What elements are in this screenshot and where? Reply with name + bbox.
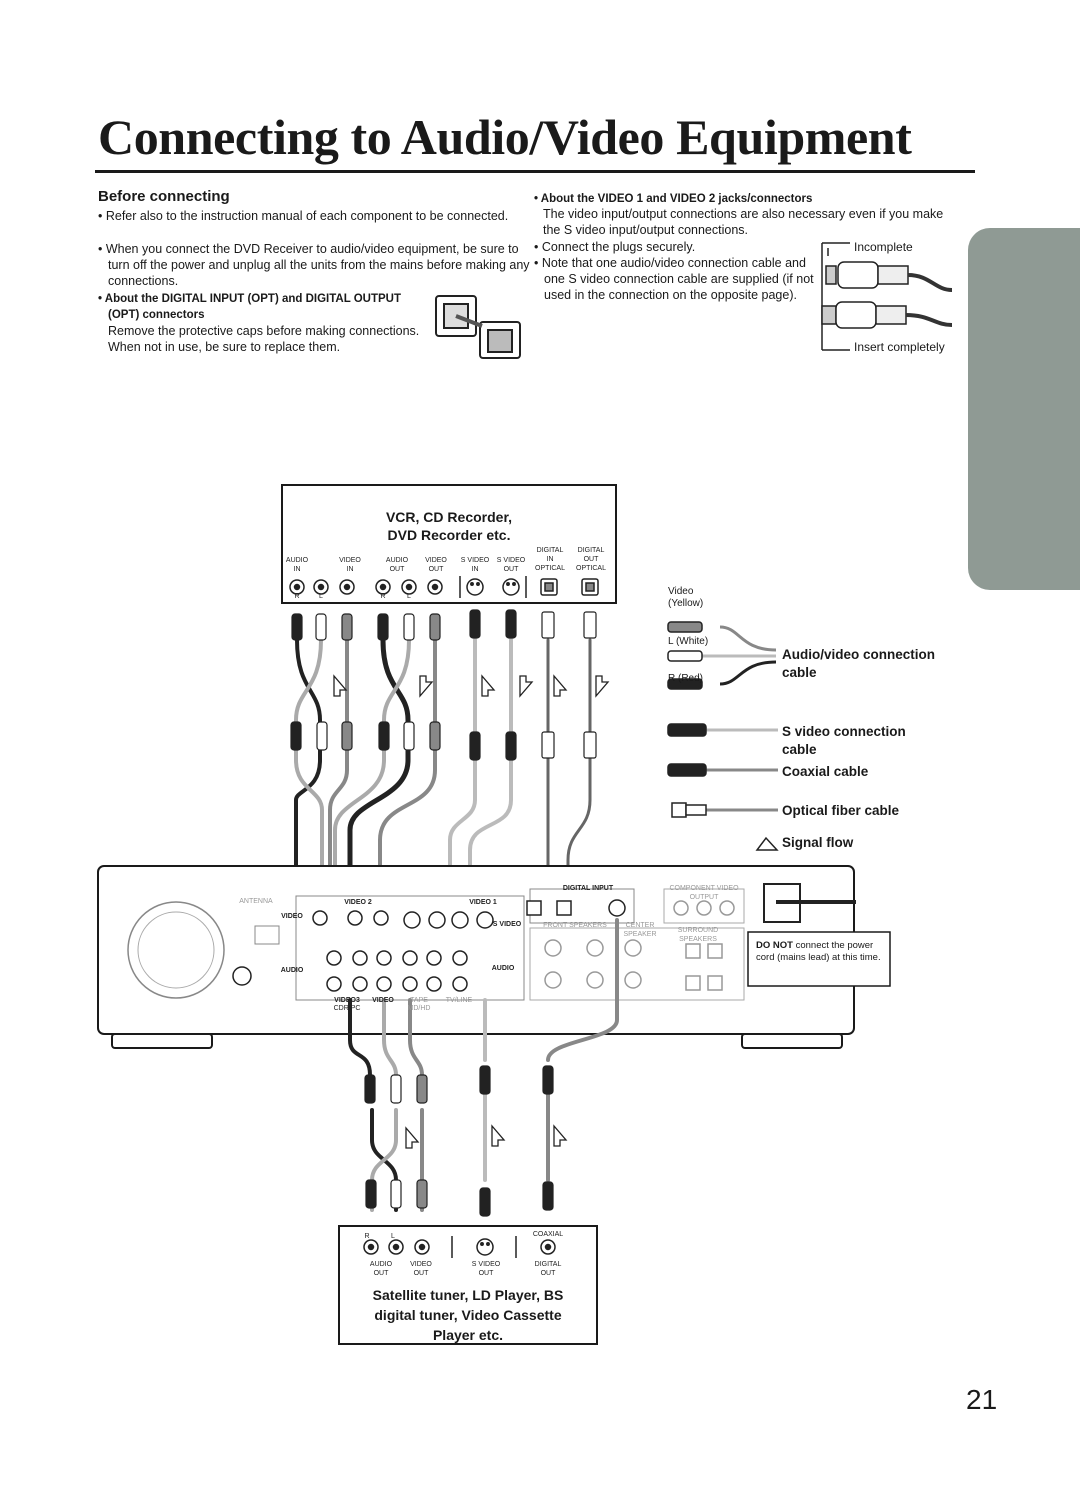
rl-label: R: [380, 593, 386, 600]
insert-completely-label: Insert completely: [854, 340, 945, 354]
receiver-front-speakers-label: FRONT SPEAKERS: [543, 922, 607, 929]
video-bullet-1: • Connect the plugs securely.: [534, 240, 696, 254]
do-not-connect-box: [747, 931, 891, 987]
legend-signal-flow: Signal flow: [782, 835, 854, 850]
title-rule: [95, 170, 975, 173]
opt-text: Remove the protective caps before making…: [108, 324, 420, 354]
top-cables: [294, 637, 592, 983]
receiver-video-label: VIDEO: [281, 913, 303, 920]
video-bullet-2: • Note that one audio/video connection c…: [534, 256, 814, 302]
optical-cap-illustration: [435, 295, 521, 359]
bottom-l-label: L: [391, 1233, 395, 1240]
rl-label: L: [407, 593, 411, 600]
top-device-name: VCR, CD Recorder, DVD Recorder etc.: [385, 509, 513, 543]
receiver-audio-label-2: AUDIO: [491, 965, 515, 972]
bottom-coaxial-label: COAXIAL: [532, 1231, 564, 1238]
before-bullet-1: • Refer also to the instruction manual o…: [98, 209, 509, 223]
do-not-connect-note: DO NOT connect the power cord (mains lea…: [756, 940, 881, 963]
legend-l-white: L (White): [668, 636, 709, 647]
receiver-md-label: MD/HD: [407, 1005, 431, 1012]
receiver-tvline-label: TV/LINE: [445, 997, 473, 1004]
receiver-video-bottom-label: VIDEO: [372, 997, 394, 1004]
legend-optical-cable: Optical fiber cable: [782, 803, 900, 818]
legend-cables: [667, 621, 779, 851]
receiver-jacks: [312, 899, 735, 992]
plug-insertion-illustration: [821, 242, 953, 351]
receiver-cdr-label: CDR/PC: [333, 1005, 361, 1012]
opt-heading: • About the DIGITAL INPUT (OPT) and DIGI…: [98, 293, 402, 321]
receiver-center-speaker-label: CENTER SPEAKER: [623, 922, 657, 938]
signal-flow-arrows: [333, 674, 610, 698]
receiver-surround-speakers-label: SURROUND SPEAKERS: [677, 927, 719, 943]
receiver-audio-label: AUDIO: [280, 967, 304, 974]
bottom-device-jacks: [363, 1236, 556, 1258]
legend-coaxial-cable: Coaxial cable: [782, 764, 869, 779]
top-device-jacks: [289, 576, 599, 598]
receiver-video3-label: VIDEO3: [334, 997, 360, 1004]
section-tab: [968, 228, 1080, 590]
legend-video-yellow: Video(Yellow): [668, 586, 704, 609]
page-title: Connecting to Audio/Video Equipment: [98, 109, 912, 165]
top-plugs: [290, 609, 597, 761]
video-jacks-heading: • About the VIDEO 1 and VIDEO 2 jacks/co…: [534, 193, 813, 205]
receiver-svideo-label: S VIDEO: [492, 921, 522, 928]
legend-r-red: R (Red): [668, 673, 704, 684]
page-number: 21: [966, 1384, 998, 1415]
receiver-video1-label: VIDEO 1: [469, 899, 497, 906]
rl-label: R: [294, 593, 300, 600]
top-device-box: [281, 484, 617, 604]
receiver-component-out-label: COMPONENT VIDEO OUTPUT: [669, 885, 739, 901]
receiver-tape-label: TAPE: [410, 997, 428, 1004]
bottom-signal-arrows: [405, 1124, 568, 1149]
before-bullet-2: • When you connect the DVD Receiver to a…: [98, 242, 530, 288]
bottom-plugs: [364, 1065, 554, 1217]
rl-label: L: [319, 593, 323, 600]
receiver-video2-label: VIDEO 2: [344, 899, 372, 906]
video-jacks-text: The video input/output connections are a…: [543, 207, 944, 237]
before-connecting-heading: Before connecting: [98, 188, 230, 205]
receiver-antenna-label: ANTENNA: [239, 898, 273, 905]
bottom-cables: [348, 918, 619, 1212]
bottom-r-label: R: [364, 1233, 370, 1240]
bottom-device-name: Satellite tuner, LD Player, BS digital t…: [372, 1287, 564, 1343]
incomplete-label: Incomplete: [854, 240, 913, 254]
receiver-digital-input-label: DIGITAL INPUT: [562, 885, 614, 892]
